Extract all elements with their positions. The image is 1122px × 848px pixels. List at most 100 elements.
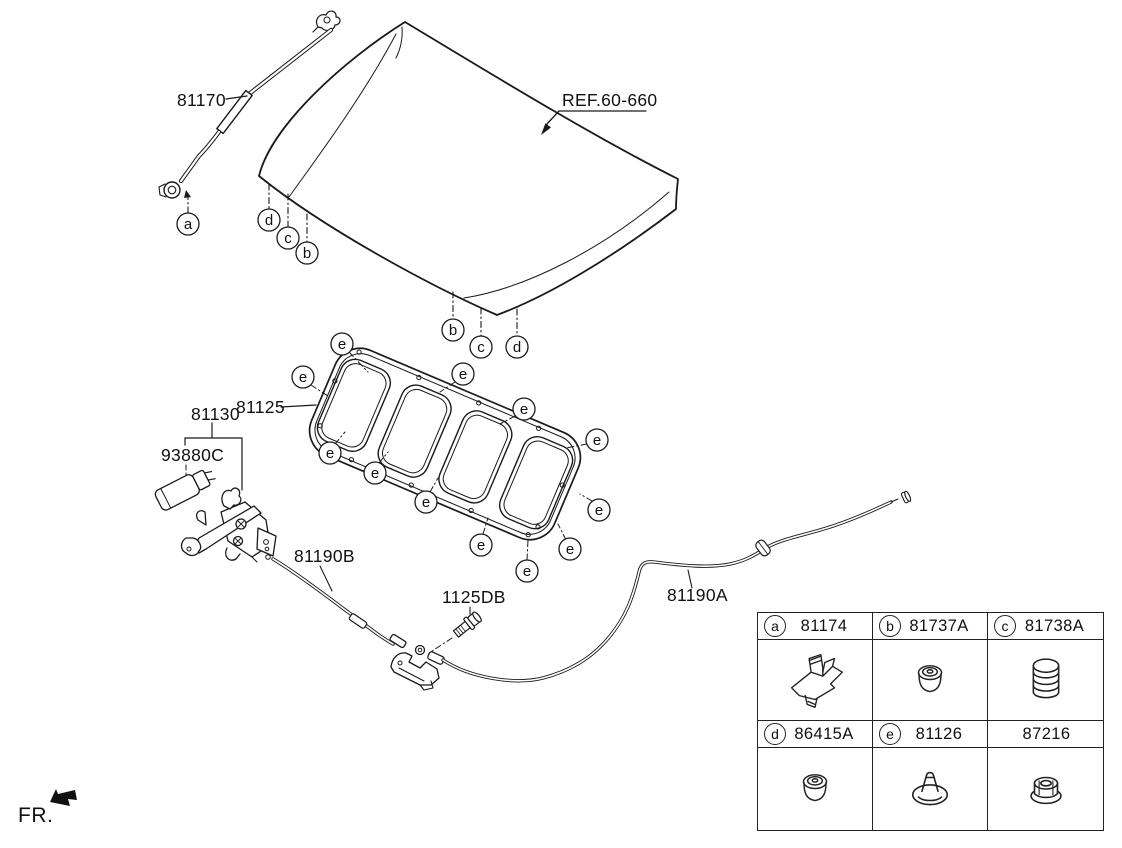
release-cable-front	[271, 557, 395, 646]
release-cable-rear	[441, 490, 912, 683]
rod-clip-hole	[323, 16, 331, 24]
callout-c-front: c	[276, 193, 300, 250]
svg-text:e: e	[566, 541, 574, 558]
mounting-bolt	[452, 611, 482, 638]
cable-front-leader	[319, 565, 333, 592]
legend-part-number: 81737A	[909, 616, 969, 635]
bolt-dash-leader	[428, 637, 453, 654]
legend-letter-c: c	[994, 615, 1016, 637]
callout-e: e	[515, 539, 539, 583]
legend-header-d: d 86415A	[758, 721, 873, 748]
legend-letter-d: d	[764, 723, 786, 745]
callout-e: e	[363, 451, 389, 485]
svg-text:e: e	[595, 502, 603, 519]
cable-rear-leader	[687, 569, 693, 589]
pad-leader	[280, 404, 317, 408]
pad-clip-holes	[317, 349, 565, 538]
svg-text:a: a	[184, 216, 193, 233]
bolt-label: 1125DB	[442, 587, 506, 607]
ref-label: REF.60-660	[562, 90, 657, 110]
callout-e: e	[291, 365, 329, 397]
parts-legend-table: a 81174 b 81737A c 81738A	[757, 612, 1104, 831]
pad-e-callouts: e e e e e e e	[291, 332, 611, 583]
pad-clip-icon	[790, 653, 843, 708]
fr-label: FR.	[18, 804, 53, 827]
svg-text:e: e	[593, 432, 601, 449]
legend-header-b: b 81737A	[873, 613, 988, 640]
callout-e: e	[579, 493, 611, 522]
svg-text:e: e	[523, 563, 531, 580]
callout-b-bottom: b	[441, 291, 465, 342]
svg-text:e: e	[477, 537, 485, 554]
switch-label: 93880C	[161, 445, 224, 465]
legend-letter-a: a	[764, 615, 786, 637]
hood-panel	[258, 21, 679, 316]
legend-image-e	[873, 748, 988, 830]
ref-callout: REF.60-660	[541, 90, 657, 135]
svg-text:e: e	[459, 366, 467, 383]
cable-clamp	[389, 633, 445, 691]
overslam-bumper-icon	[1032, 658, 1059, 699]
grommet-plug-icon	[802, 774, 828, 802]
hood-latch-assembly	[180, 487, 277, 563]
legend-header-a: a 81174	[758, 613, 873, 640]
callout-e: e	[565, 428, 609, 452]
callout-e: e	[499, 397, 536, 425]
fr-arrow-icon	[50, 789, 77, 806]
grommet-plug-icon	[917, 665, 943, 693]
callout-e: e	[469, 517, 493, 557]
svg-text:d: d	[265, 212, 273, 229]
hood-rod-label: 81170	[177, 90, 226, 110]
front-direction-marker: FR.	[18, 789, 77, 827]
hood-rod-leader	[225, 95, 248, 100]
cable-rear-label: 81190A	[667, 585, 728, 605]
legend-header-c: c 81738A	[988, 613, 1103, 640]
legend-part-number: 87216	[1022, 724, 1071, 743]
svg-text:e: e	[326, 445, 334, 462]
ref-arrowhead	[541, 123, 551, 135]
svg-text:e: e	[520, 401, 528, 418]
latch-label: 81130	[191, 404, 240, 424]
callout-e: e	[330, 332, 369, 373]
legend-header-e: e 81126	[873, 721, 988, 748]
svg-text:c: c	[284, 230, 292, 247]
svg-text:e: e	[371, 465, 379, 482]
flange-nut-icon	[1029, 776, 1062, 805]
legend-image-b	[873, 640, 988, 721]
svg-text:e: e	[422, 494, 430, 511]
callout-a: a	[176, 190, 200, 236]
svg-text:e: e	[338, 336, 346, 353]
legend-image-a	[758, 640, 873, 721]
pad-label: 81125	[236, 397, 285, 417]
pad-retainer-clip-icon	[911, 771, 949, 806]
cable-front-label: 81190B	[294, 546, 355, 566]
hood-rod	[158, 10, 341, 199]
callout-e: e	[318, 431, 346, 465]
callout-e: e	[439, 362, 475, 393]
insulator-pad	[308, 347, 582, 541]
legend-header-87216: 87216	[988, 721, 1103, 748]
svg-text:b: b	[449, 322, 457, 339]
callout-c-bottom: c	[469, 307, 493, 359]
legend-part-number: 86415A	[794, 724, 854, 743]
legend-image-c	[988, 640, 1103, 721]
svg-text:e: e	[299, 369, 307, 386]
legend-part-number: 81174	[800, 616, 848, 635]
callout-e: e	[414, 477, 439, 514]
callout-d-front: d	[257, 183, 281, 232]
callout-e: e	[557, 523, 582, 561]
legend-letter-b: b	[879, 615, 901, 637]
svg-text:c: c	[477, 339, 485, 356]
callout-d-bottom: d	[505, 308, 529, 359]
latch-bracket-lines	[184, 422, 243, 491]
legend-part-number: 81738A	[1024, 616, 1085, 635]
svg-text:d: d	[513, 339, 521, 356]
legend-image-d	[758, 748, 873, 830]
legend-image-87216	[988, 748, 1103, 830]
legend-letter-e: e	[879, 723, 901, 745]
svg-text:b: b	[303, 245, 311, 262]
hood-switch	[154, 469, 216, 511]
legend-part-number: 81126	[915, 724, 963, 743]
